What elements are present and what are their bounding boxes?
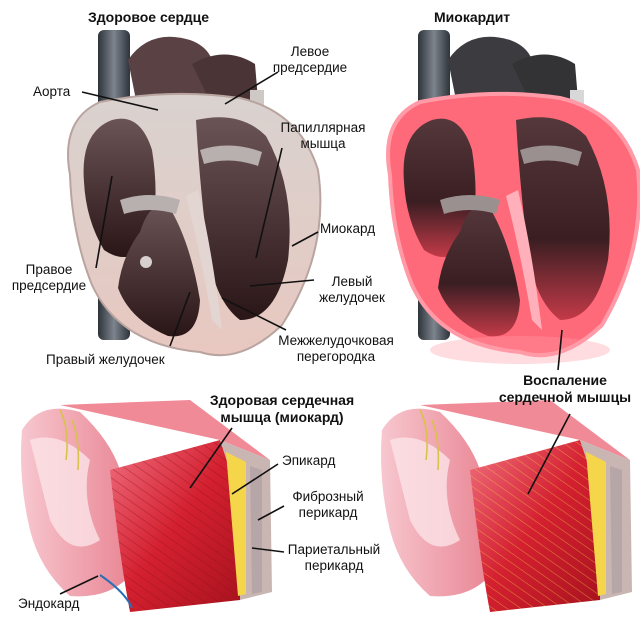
- leader-endocardium: [59, 575, 99, 595]
- healthy-septum: [186, 190, 222, 330]
- label-fibrous-pericardium: Фиброзный перикард: [292, 489, 364, 520]
- title-healthy-heart: Здоровое сердце: [88, 9, 210, 25]
- leader-inflammation: [557, 329, 563, 371]
- leader-left-atrium: [224, 71, 279, 105]
- leader-right-ventricle: [169, 291, 191, 347]
- leader-myocardium: [291, 231, 319, 247]
- title-inflamed-muscle: Воспаление сердечной мышцы: [498, 372, 632, 405]
- label-parietal-pericardium: Париетальный перикард: [287, 542, 381, 573]
- title-myocarditis: Миокардит: [434, 9, 511, 25]
- healthy-heart-drawing: [67, 30, 322, 357]
- label-right-ventricle: Правый желудочек: [46, 352, 165, 367]
- label-epicardium: Эпикард: [282, 453, 336, 468]
- left-ventricle-chamber: [196, 117, 290, 320]
- leader-septum: [221, 297, 287, 331]
- leader-fibrous-pericardium: [257, 505, 285, 521]
- leader-healthy-muscle: [189, 427, 233, 489]
- leader-papillary-muscle: [255, 147, 283, 259]
- inflamed-muscle-block: [381, 400, 632, 612]
- leader-left-ventricle: [249, 279, 315, 287]
- label-left-atrium: Левое предсердие: [272, 44, 348, 75]
- label-endocardium: Эндокард: [18, 596, 80, 611]
- leader-epicardium: [231, 463, 279, 495]
- label-myocardium: Миокард: [320, 221, 376, 236]
- label-papillary-muscle: Папиллярная мышца: [280, 120, 366, 151]
- myocarditis-heart-drawing: [386, 30, 640, 364]
- title-healthy-muscle: Здоровая сердечная мышца (миокард): [209, 392, 355, 425]
- label-aorta: Аорта: [33, 84, 71, 99]
- leader-inflamed-muscle: [527, 413, 571, 495]
- leader-right-atrium: [95, 175, 113, 269]
- right-ventricle-chamber: [118, 204, 200, 337]
- leader-parietal-pericardium: [251, 547, 285, 553]
- label-septum: Межжелудочковая перегородка: [278, 333, 394, 364]
- healthy-muscle-block: [21, 400, 272, 612]
- label-right-atrium: Правое предсердие: [11, 262, 87, 293]
- label-left-ventricle: Левый желудочек: [319, 274, 385, 305]
- leader-lines: [59, 71, 571, 595]
- right-atrium-chamber: [83, 118, 156, 258]
- inflamed-septum: [506, 190, 542, 330]
- leader-aorta: [81, 91, 159, 111]
